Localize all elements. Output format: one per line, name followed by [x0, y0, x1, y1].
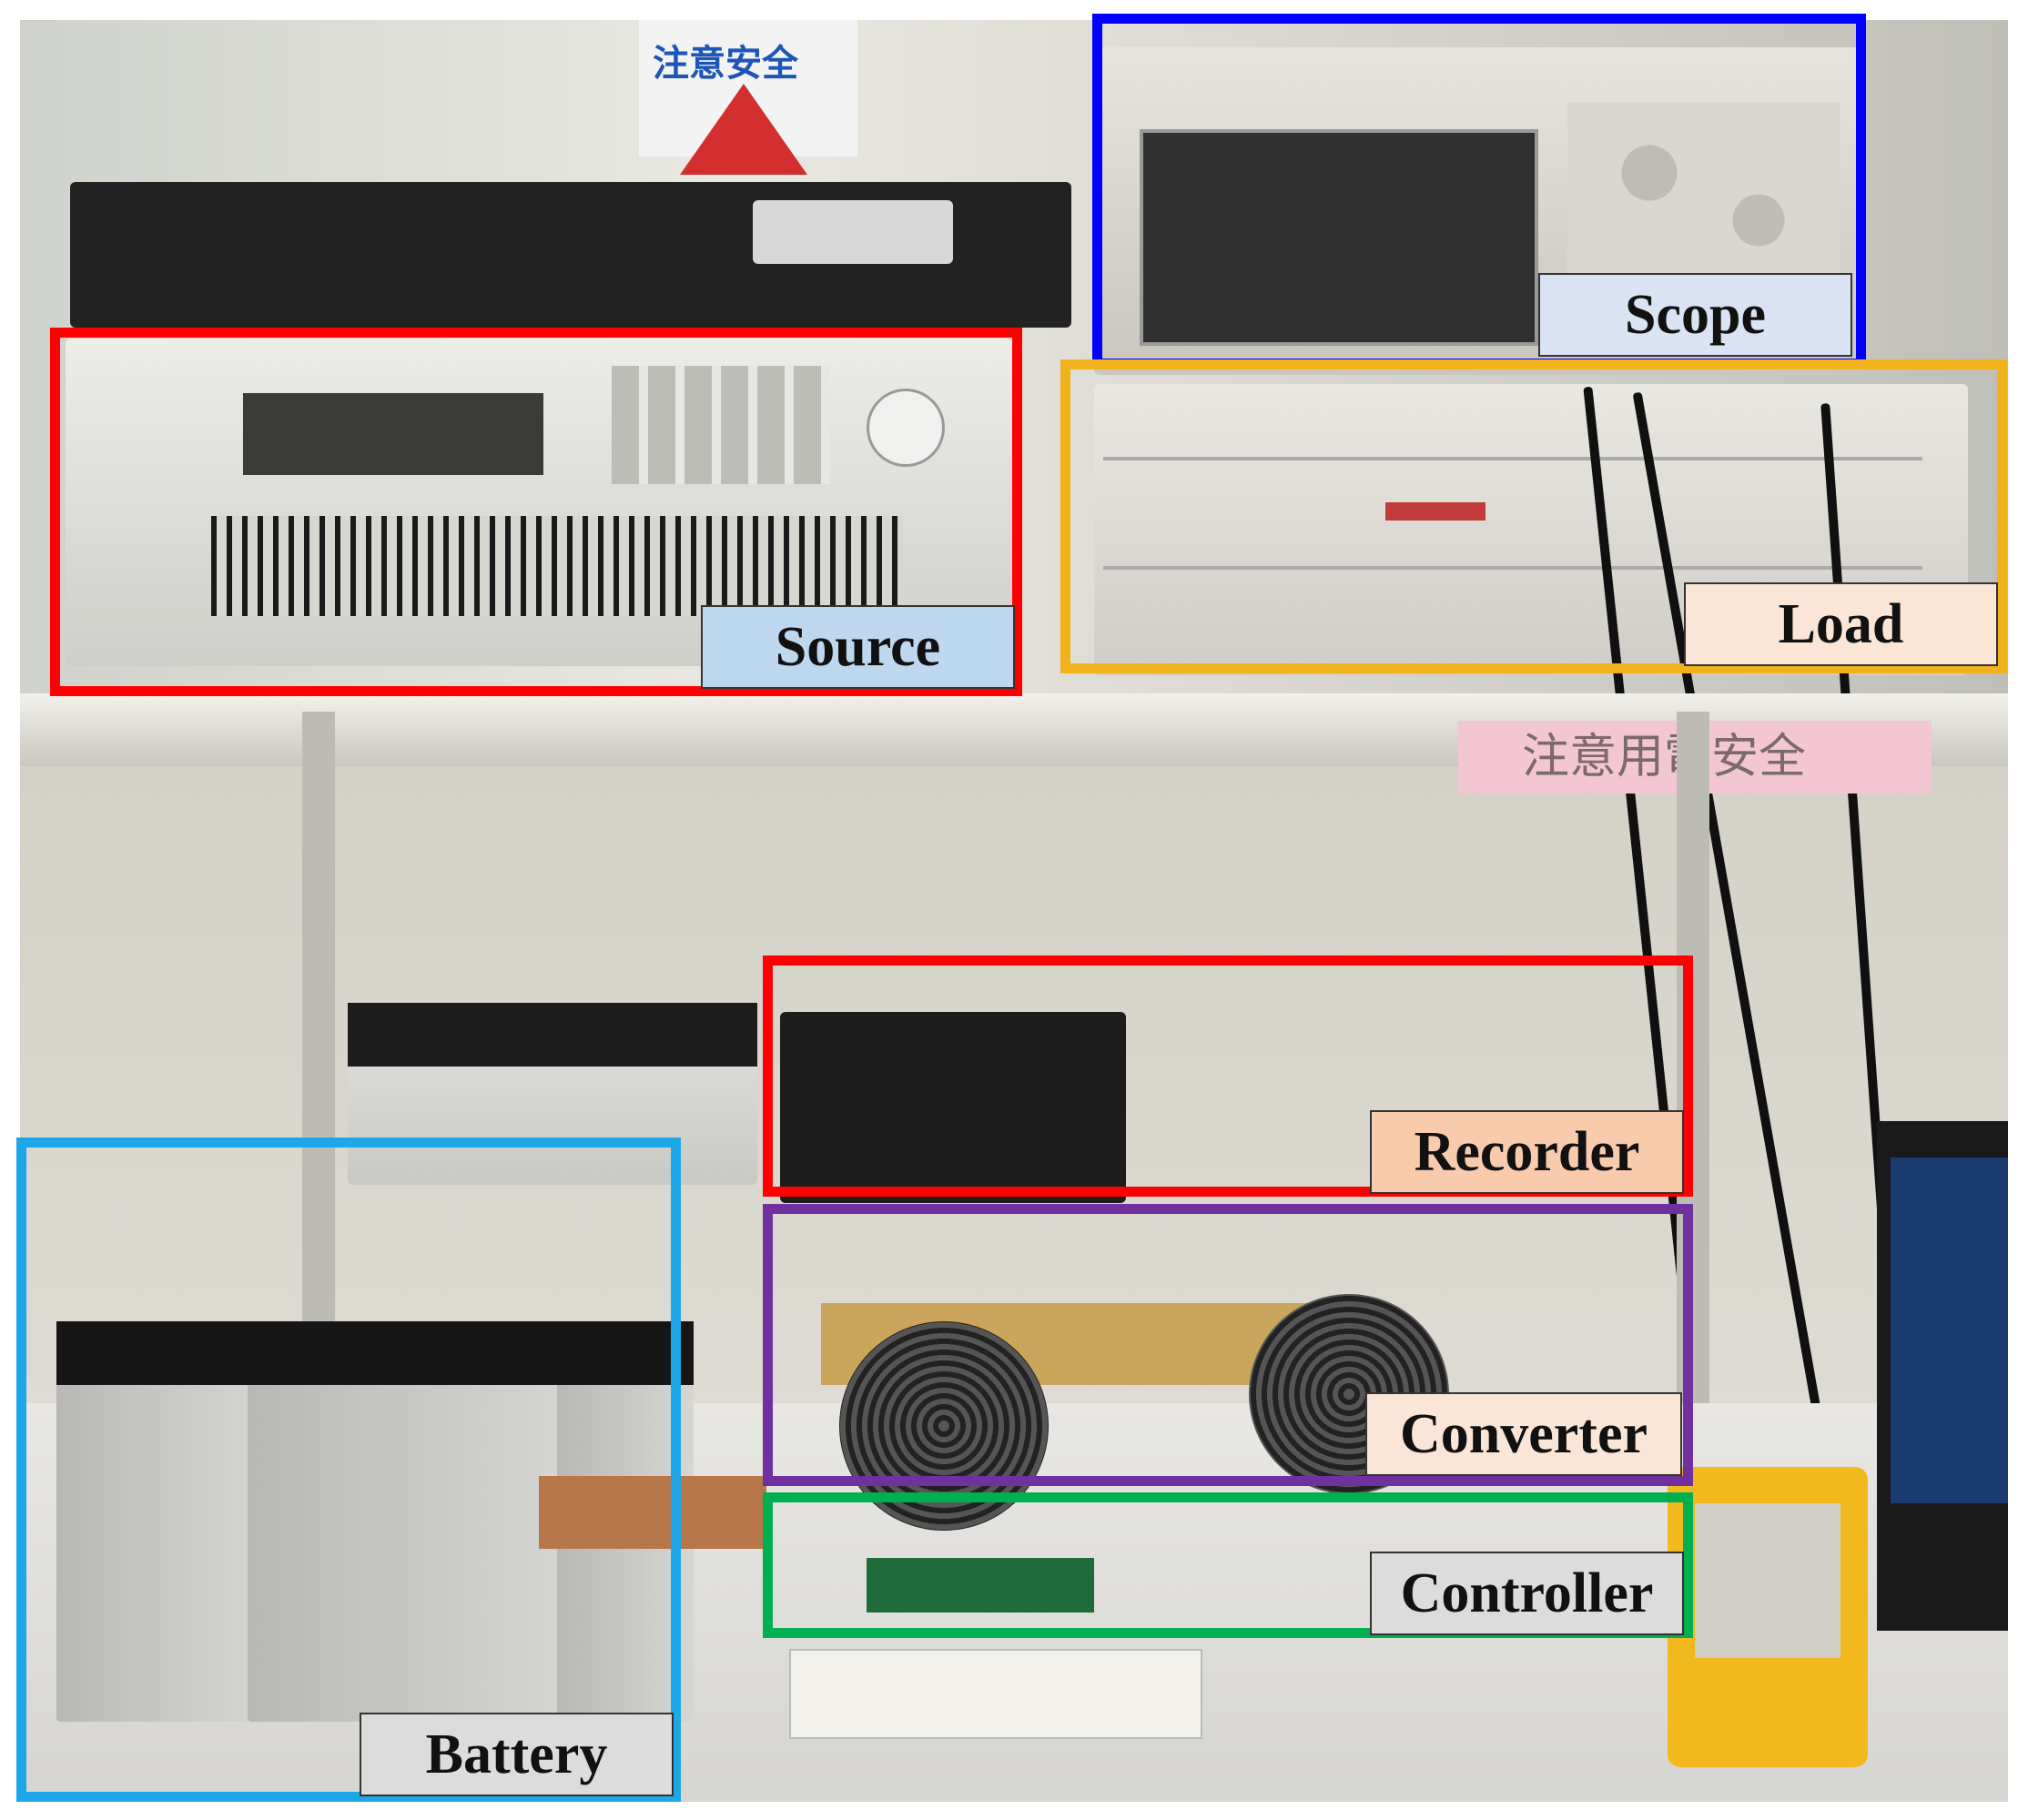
battery-lid — [56, 1321, 266, 1385]
controller-frame — [763, 1492, 1693, 1638]
safety-sign: 注意安全 — [639, 20, 857, 175]
safety-sign-text: 注意安全 — [653, 43, 798, 85]
bench-dc-power-supply — [348, 1003, 757, 1185]
rack-supply-panel — [753, 200, 953, 264]
battery-cell — [248, 1321, 575, 1722]
scope-label: Scope — [1538, 273, 1852, 357]
rack-dc-power-supply — [70, 182, 1071, 328]
controller-board — [867, 1558, 1094, 1613]
source-label: Source — [701, 605, 1015, 689]
source-knob — [867, 389, 945, 467]
battery-lid — [248, 1321, 575, 1385]
source-vents — [211, 516, 903, 616]
load-label: Load — [1684, 582, 1998, 666]
bench-supply-top — [348, 1003, 757, 1067]
laptop — [1877, 1121, 2008, 1631]
load-frame — [1060, 359, 2007, 673]
load-brand-label — [1385, 502, 1486, 521]
recorder-frame — [763, 956, 1693, 1197]
source-display — [243, 393, 543, 475]
recorder-label: Recorder — [1370, 1110, 1684, 1194]
breadboard — [789, 1649, 1202, 1739]
meter-face — [1695, 1503, 1840, 1658]
load-stripe — [1103, 566, 1922, 570]
warning-triangle-icon — [680, 84, 807, 175]
converter-frame — [763, 1204, 1693, 1486]
load-stripe — [1103, 457, 1922, 460]
battery-frame — [16, 1138, 681, 1802]
sensor-pcb — [539, 1476, 766, 1549]
converter-label: Converter — [1365, 1392, 1682, 1476]
source-frame — [50, 328, 1022, 696]
battery-cell — [56, 1321, 266, 1722]
laptop-screen — [1891, 1158, 2008, 1503]
clamp-meter — [1668, 1467, 1868, 1767]
controller-label: Controller — [1370, 1552, 1684, 1635]
battery-label: Battery — [360, 1713, 674, 1796]
source-keypad — [612, 366, 830, 484]
data-recorder — [780, 1012, 1126, 1203]
scope-screen — [1140, 129, 1538, 346]
